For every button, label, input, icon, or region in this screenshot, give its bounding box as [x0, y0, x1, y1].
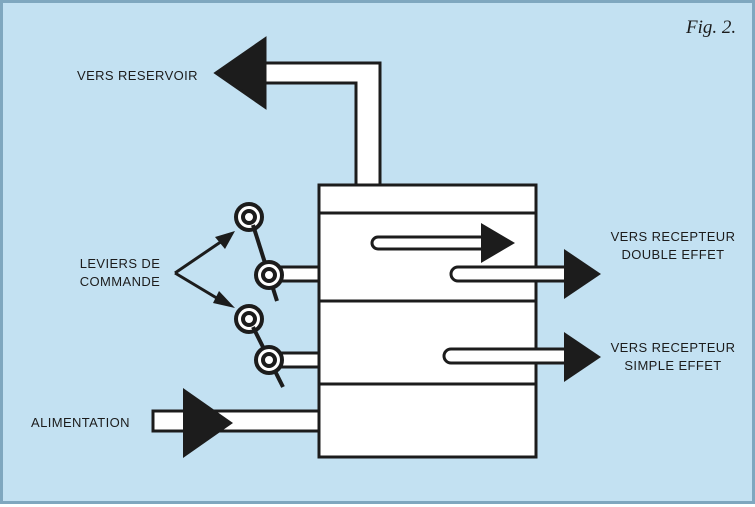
double-effect-label-line-2: DOUBLE EFFET: [621, 247, 725, 262]
feed-pipe: [151, 409, 321, 433]
simple-effect-label-line-2: SIMPLE EFFET: [624, 358, 722, 373]
lever-2-pivot-inner: [261, 352, 277, 368]
lever-1-top-knob-inner: [241, 209, 257, 225]
alimentation-label: ALIMENTATION: [31, 415, 130, 430]
levers-label-line-1: LEVIERS DE: [79, 256, 161, 271]
simple-effect-pipe: [442, 347, 568, 365]
hydraulic-diagram: [151, 36, 601, 459]
levers-label-line-2: COMMANDE: [79, 274, 161, 289]
double-effect-arrowhead: [564, 249, 601, 299]
simple-effect-label: VERS RECEPTEUR SIMPLE EFFET: [603, 339, 743, 375]
double-effect-label-line-1: VERS RECEPTEUR: [610, 229, 736, 244]
levers-pointer-lower-head: [213, 291, 235, 308]
lever-stub-2: [277, 351, 321, 369]
figure-label: Fig. 2.: [686, 17, 737, 38]
internal-flow-pipe-upper: [370, 235, 485, 251]
lever-2-top-knob-inner: [241, 311, 257, 327]
reservoir-pipe: [263, 61, 382, 185]
double-effect-label: VERS RECEPTEUR DOUBLE EFFET: [603, 228, 743, 264]
distributor-body: [317, 183, 538, 459]
double-effect-pipe: [449, 265, 568, 283]
lever-stub-1: [277, 265, 321, 283]
simple-effect-arrowhead: [564, 332, 601, 382]
lever-1-pivot-inner: [261, 267, 277, 283]
simple-effect-label-line-1: VERS RECEPTEUR: [610, 340, 736, 355]
reservoir-arrowhead: [213, 36, 267, 110]
levers-pointer-upper: [174, 237, 226, 275]
levers-pointer-upper-head: [215, 231, 235, 249]
levers-label: LEVIERS DE COMMANDE: [67, 255, 173, 291]
internal-flow-arrowhead: [481, 223, 515, 263]
feed-arrowhead: [183, 388, 233, 458]
reservoir-label: VERS RESERVOIR: [77, 68, 198, 83]
